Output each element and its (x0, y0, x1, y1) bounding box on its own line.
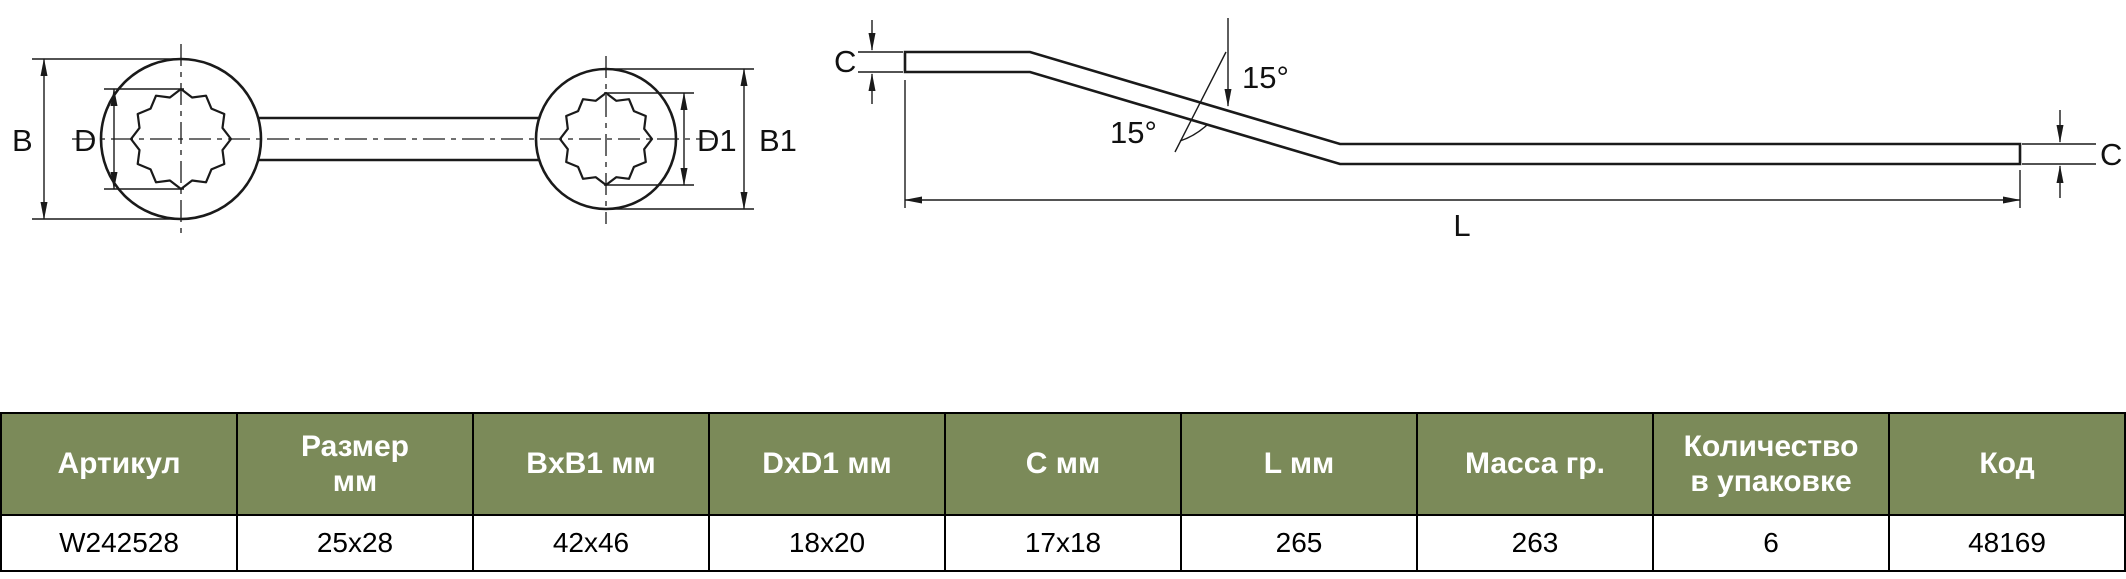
dim-label-b1: B1 (759, 123, 797, 158)
cell-bxb1: 42x46 (472, 514, 710, 572)
cell-l: 265 (1180, 514, 1418, 572)
spec-table-header-row: Артикул Размер мм BxB1 мм DxD1 мм C мм L… (0, 412, 2126, 516)
col-header-pack-qty: Количество в упаковке (1652, 412, 1890, 516)
cell-pack-qty: 6 (1652, 514, 1890, 572)
cell-mass: 263 (1416, 514, 1654, 572)
cell-code: 48169 (1888, 514, 2126, 572)
cell-c: 17x18 (944, 514, 1182, 572)
dimension-c-right: C (2022, 110, 2122, 198)
col-header-size: Размер мм (236, 412, 474, 516)
wrench-shank (258, 116, 539, 162)
dim-label-angle-upper: 15° (1242, 60, 1289, 95)
spec-table-data-row: W242528 25x28 42x46 18x20 17x18 265 263 … (0, 514, 2126, 572)
dimension-l: L (904, 80, 2021, 243)
wrench-side-view-drawing: C 15° 15° C L (834, 18, 2122, 243)
cell-dxd1: 18x20 (708, 514, 946, 572)
dim-label-c-left: C (834, 44, 856, 79)
col-header-mass: Масса гр. (1416, 412, 1654, 516)
col-header-article: Артикул (0, 412, 238, 516)
dim-label-d: D (74, 123, 96, 158)
dim-label-d1: D1 (697, 123, 737, 158)
cell-size: 25x28 (236, 514, 474, 572)
col-header-dxd1: DxD1 мм (708, 412, 946, 516)
col-header-l: L мм (1180, 412, 1418, 516)
dim-label-l: L (1453, 208, 1470, 243)
cell-article: W242528 (0, 514, 238, 572)
wrench-side-profile (903, 50, 2022, 166)
dimension-d1: D1 (604, 92, 737, 186)
dimension-d: D (74, 88, 184, 190)
dim-label-angle-lower: 15° (1110, 115, 1157, 150)
dim-label-c-right: C (2100, 137, 2122, 172)
col-header-code: Код (1888, 412, 2126, 516)
technical-drawings: B D D1 B1 (12, 18, 2122, 243)
spec-table: Артикул Размер мм BxB1 мм DxD1 мм C мм L… (0, 412, 2126, 572)
dim-label-b: B (12, 123, 33, 158)
wrench-top-view-drawing: B D D1 B1 (12, 44, 797, 236)
dimension-b: B (12, 58, 176, 220)
col-header-c: C мм (944, 412, 1182, 516)
center-lines (72, 44, 714, 236)
col-header-bxb1: BxB1 мм (472, 412, 710, 516)
dimension-b1: B1 (608, 68, 797, 210)
dimension-angle: 15° 15° (1110, 18, 1289, 153)
dimension-c-left: C (834, 20, 903, 104)
